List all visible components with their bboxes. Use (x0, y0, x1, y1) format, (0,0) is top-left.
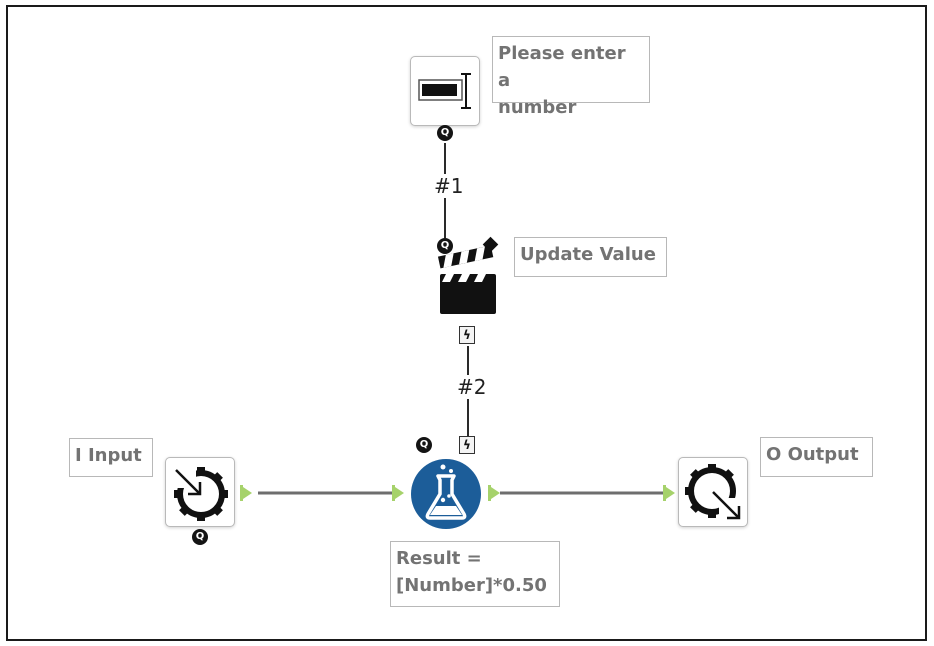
text-box-tool[interactable] (410, 56, 480, 126)
formula-output-anchor[interactable] (488, 485, 500, 501)
question-anchor-input[interactable]: Q (192, 529, 208, 545)
macro-input-annotation: I Input (69, 438, 153, 477)
formula-annotation: Result = [Number]*0.50 (390, 541, 560, 607)
formula-input-anchor[interactable] (392, 485, 404, 501)
formula-action-anchor[interactable]: ϟ (459, 436, 475, 454)
macro-input-tool[interactable] (165, 457, 235, 527)
action-tool[interactable] (436, 236, 502, 316)
formula-tool[interactable] (408, 456, 484, 532)
output-input-anchor[interactable] (663, 485, 675, 501)
macro-output-tool[interactable] (678, 457, 748, 527)
question-anchor-action[interactable]: Q (437, 238, 453, 254)
clapperboard-icon (437, 236, 499, 314)
macro-input-gear-icon (170, 462, 228, 521)
question-anchor-formula[interactable]: Q (416, 437, 432, 453)
connection-label-1: #1 (432, 174, 466, 198)
macro-output-gear-icon (685, 464, 745, 524)
action-output-anchor[interactable]: ϟ (459, 326, 475, 344)
question-anchor-top[interactable]: Q (437, 125, 453, 141)
text-box-annotation: Please enter a number (492, 36, 650, 118)
flask-icon (411, 459, 481, 529)
text-box-icon (418, 73, 471, 109)
macro-output-annotation: O Output (760, 437, 873, 477)
action-annotation: Update Value (514, 237, 667, 277)
input-output-anchor[interactable] (240, 485, 252, 501)
connection-label-2: #2 (455, 375, 489, 399)
